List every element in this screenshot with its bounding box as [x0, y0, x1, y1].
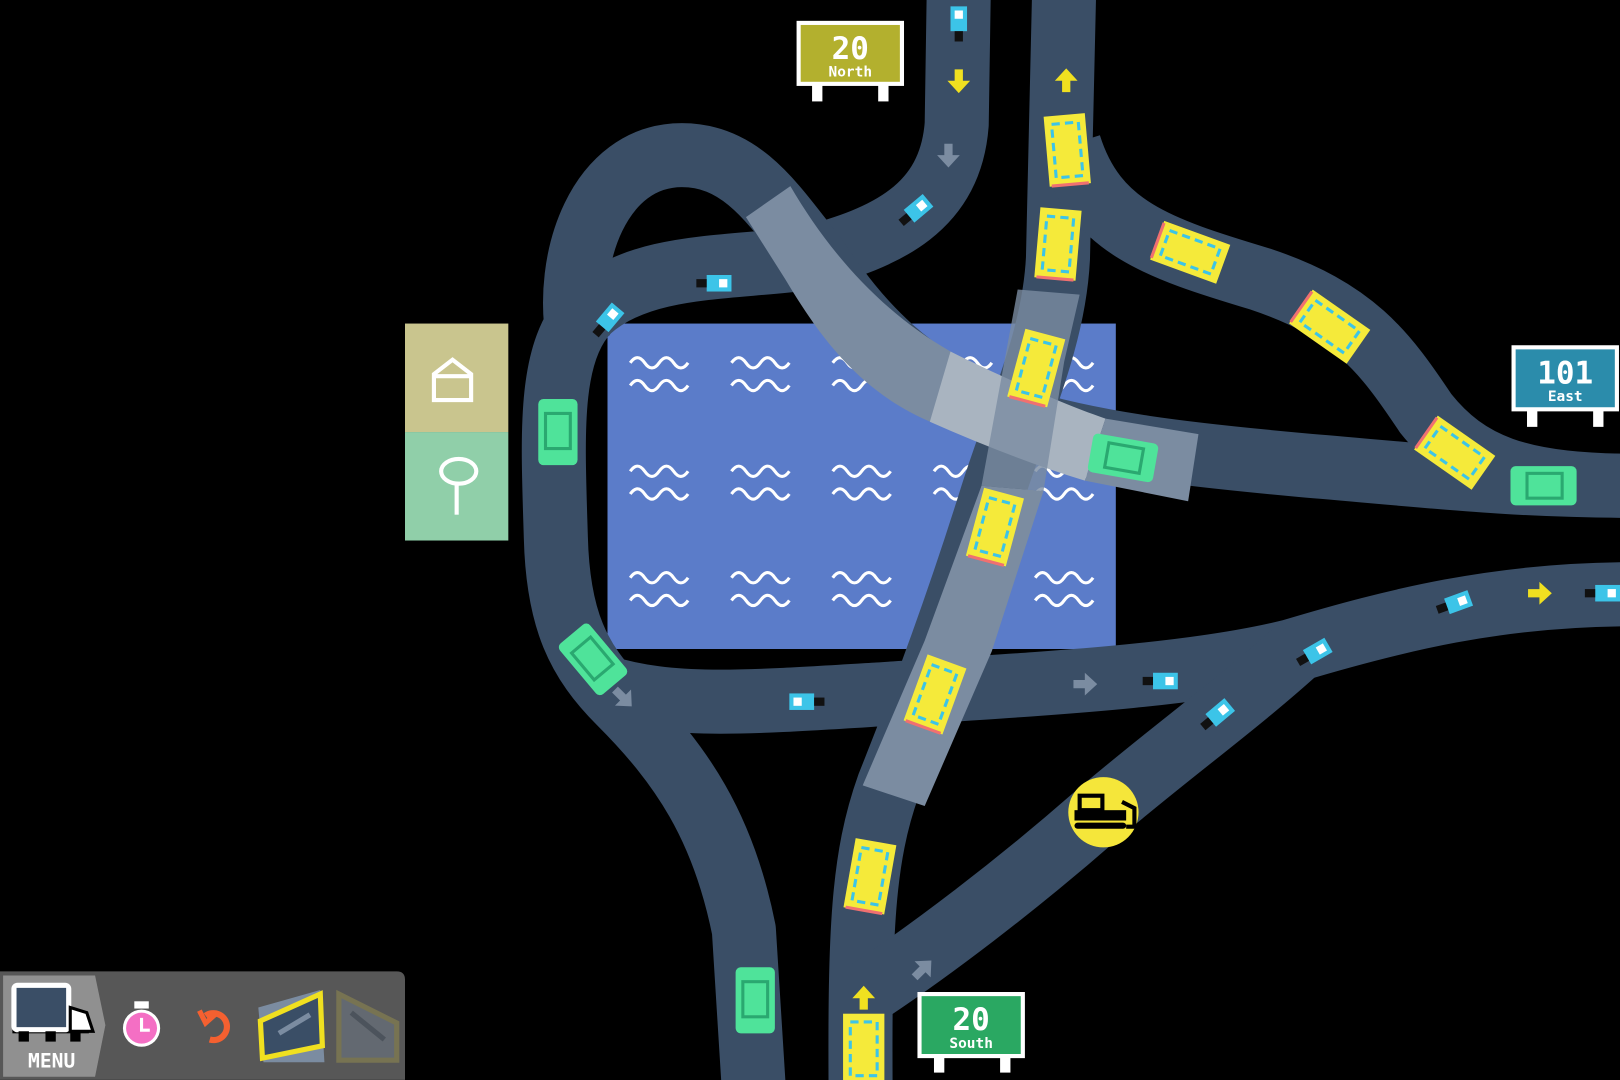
direction-arrows: [612, 68, 1552, 1010]
bus: [1034, 207, 1082, 282]
bulldozer-icon[interactable]: [1068, 777, 1139, 848]
bus: [903, 654, 967, 735]
motorbike: [950, 6, 968, 42]
wave-mark: [831, 464, 892, 478]
road-north-southbound: [521, 0, 991, 1080]
direction-arrow-icon: [947, 69, 971, 94]
motorbike: [592, 302, 625, 338]
tree-icon: [439, 456, 479, 515]
sign-north-number: 20: [832, 31, 869, 67]
direction-arrow-icon: [911, 960, 932, 981]
wave-mark: [628, 356, 690, 370]
wave-mark: [1033, 593, 1095, 608]
direction-arrow-icon: [1528, 581, 1552, 605]
sign-east-number: 101: [1537, 355, 1593, 391]
wave-mark: [730, 593, 791, 608]
sign-20-south: 20 South: [917, 992, 1025, 1073]
car: [1510, 466, 1577, 506]
bridge-up-button[interactable]: [257, 989, 326, 1063]
motorbike: [1584, 584, 1620, 602]
sign-101-east: 101 East: [1511, 345, 1619, 427]
sign-south-direction: South: [949, 1036, 993, 1052]
motorbike: [1296, 637, 1333, 667]
wave-mark: [730, 378, 791, 393]
palette-house[interactable]: [405, 323, 509, 433]
bus: [1007, 328, 1066, 408]
wave-mark: [831, 593, 892, 608]
wave-mark: [730, 464, 791, 478]
wave-mark: [1033, 487, 1095, 501]
menu-button[interactable]: MENU: [3, 975, 106, 1077]
menu-label: MENU: [28, 1049, 75, 1072]
build-palette: [405, 323, 509, 541]
bridge-down-button[interactable]: [336, 989, 400, 1063]
car: [1087, 433, 1159, 483]
car: [558, 623, 628, 696]
vehicles: [538, 6, 1620, 1080]
motorbike: [696, 274, 732, 292]
direction-arrow-icon: [852, 985, 876, 1010]
bus: [1043, 113, 1091, 188]
direction-arrow-icon: [937, 143, 960, 168]
house-icon: [431, 357, 474, 403]
motorbike: [1200, 698, 1236, 731]
motorbike: [1142, 672, 1178, 690]
sign-south-number: 20: [953, 1002, 990, 1038]
wave-mark: [730, 487, 791, 501]
wave-mark: [1033, 571, 1095, 585]
bridge-south: [862, 485, 1044, 807]
wave-mark: [628, 464, 690, 478]
bus: [1414, 415, 1496, 490]
car: [735, 967, 775, 1034]
sign-20-north: 20 North: [796, 20, 905, 102]
bridge-down-icon: [336, 989, 400, 1063]
wave-mark: [628, 593, 690, 608]
truck-icon: [11, 982, 96, 1042]
sign-north-direction: North: [829, 65, 873, 81]
wave-mark: [831, 487, 892, 501]
direction-arrow-icon: [612, 686, 632, 707]
toolbar: MENU: [0, 971, 405, 1080]
bus: [965, 487, 1024, 567]
palette-tree[interactable]: [405, 432, 509, 541]
stopwatch-icon: [122, 1001, 161, 1047]
bus: [843, 1013, 885, 1080]
direction-arrow-icon: [1073, 672, 1098, 696]
bus: [1149, 220, 1231, 284]
undo-button[interactable]: [197, 1009, 230, 1044]
sign-east-direction: East: [1548, 389, 1583, 405]
direction-arrow-icon: [1054, 68, 1078, 93]
bridge-up-icon: [257, 989, 326, 1063]
motorbike: [789, 693, 825, 710]
wave-mark: [730, 356, 791, 370]
wave-mark: [730, 571, 791, 585]
wave-mark: [831, 571, 892, 585]
bus: [1289, 289, 1371, 364]
motorbike: [1435, 590, 1474, 615]
bridge-loop: [745, 186, 951, 424]
wave-mark: [628, 378, 690, 393]
stopwatch-button[interactable]: [122, 1001, 161, 1047]
car: [538, 398, 578, 466]
motorbike: [898, 193, 934, 227]
undo-icon: [197, 1009, 230, 1044]
wave-mark: [628, 487, 690, 501]
bus: [843, 838, 897, 916]
wave-mark: [628, 571, 690, 585]
